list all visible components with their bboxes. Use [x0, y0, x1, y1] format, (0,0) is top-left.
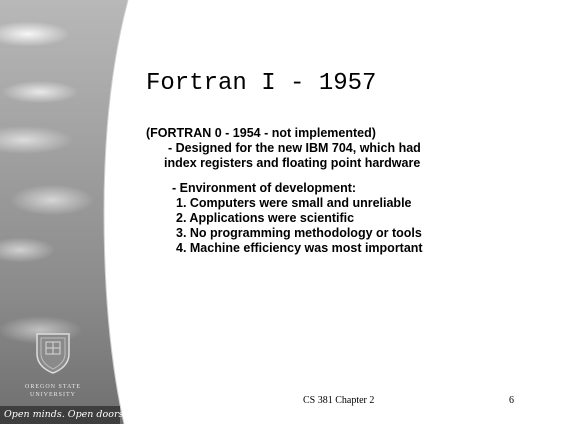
page-number: 6	[509, 395, 514, 406]
body-line: (FORTRAN 0 - 1954 - not implemented)	[146, 126, 376, 140]
body-line: 2. Applications were scientific	[176, 211, 355, 225]
body-line: - Designed for the new IBM 704, which ha…	[168, 141, 421, 155]
body-line: - Environment of development:	[172, 181, 357, 195]
university-name-line1: OREGON STATE	[24, 384, 82, 390]
tagline-bar: Open minds. Open doors.	[0, 406, 126, 424]
body-line: index registers and floating point hardw…	[164, 156, 421, 170]
body-line: 3. No programming methodology or tools	[176, 226, 422, 240]
body-line: 1. Computers were small and unreliable	[176, 196, 412, 210]
slide-title: Fortran I - 1957	[146, 70, 377, 97]
body-line: 4. Machine efficiency was most important	[176, 241, 423, 255]
university-seal-icon	[36, 333, 70, 374]
tagline-text: Open minds. Open doors.	[4, 409, 127, 420]
slide-footer: CS 381 Chapter 2	[303, 395, 375, 406]
slide-body: (FORTRAN 0 - 1954 - not implemented) - D…	[146, 126, 546, 256]
university-name-line2: UNIVERSITY	[30, 392, 76, 398]
